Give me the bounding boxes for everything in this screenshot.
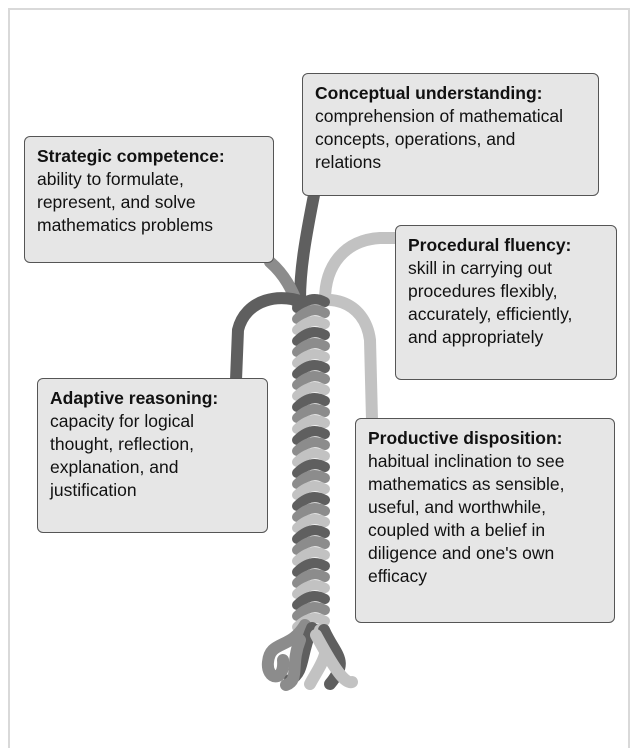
braid-segment (292, 525, 330, 544)
braid-segment (292, 602, 330, 621)
rope-braid (292, 294, 330, 643)
procedural-fluency-text: skill in carrying out procedures flexibl… (408, 258, 573, 347)
braid-segment (292, 481, 330, 500)
braid-segment (292, 360, 330, 379)
braid-segment (292, 591, 330, 610)
productive-disposition-title: Productive disposition: (368, 428, 563, 448)
braid-segment (292, 448, 330, 467)
braid-segment (292, 415, 330, 434)
braid-segment (292, 349, 330, 368)
fray-end-4 (318, 624, 346, 690)
braid-segment (292, 569, 330, 588)
strategic-competence-title: Strategic competence: (37, 146, 225, 166)
braid-segment (292, 404, 330, 423)
braid-segment (292, 459, 330, 478)
braid-segment (292, 503, 330, 522)
braid-segment (292, 393, 330, 412)
braid-segment (292, 437, 330, 456)
adaptive-reasoning-title: Adaptive reasoning: (50, 388, 219, 408)
braid-segment (292, 580, 330, 599)
productive-disposition-text: habitual inclination to see mathematics … (368, 451, 565, 586)
braid-segment (292, 547, 330, 566)
braid-segment (292, 470, 330, 489)
conceptual-understanding-box: Conceptual understanding: comprehension … (302, 73, 599, 196)
braid-segment (292, 327, 330, 346)
braid-segment (292, 382, 330, 401)
braid-segment (292, 294, 330, 313)
braid-segment (292, 316, 330, 335)
strategic-competence-text: ability to formulate, represent, and sol… (37, 169, 214, 235)
procedural-fluency-title: Procedural fluency: (408, 235, 572, 255)
fray-end-6 (280, 634, 306, 691)
braid-segment (292, 514, 330, 533)
braid-segment (292, 558, 330, 577)
braid-segment (292, 338, 330, 357)
braid-segment (292, 536, 330, 555)
conceptual-understanding-title: Conceptual understanding: (315, 83, 543, 103)
strand-procedural (319, 232, 404, 306)
braid-segment (292, 305, 330, 324)
fray-end-5 (310, 629, 358, 689)
fray-end-1 (261, 619, 311, 683)
braid-segment (292, 492, 330, 511)
adaptive-reasoning-box: Adaptive reasoning: capacity for logical… (37, 378, 268, 533)
productive-disposition-box: Productive disposition: habitual inclina… (355, 418, 615, 623)
procedural-fluency-box: Procedural fluency: skill in carrying ou… (395, 225, 617, 380)
braid-segment (292, 426, 330, 445)
adaptive-reasoning-text: capacity for logical thought, reflection… (50, 411, 194, 500)
braid-segment (292, 371, 330, 390)
strand-conceptual (294, 184, 321, 306)
conceptual-understanding-text: comprehension of mathematical concepts, … (315, 106, 564, 172)
strategic-competence-box: Strategic competence: ability to formula… (24, 136, 274, 263)
